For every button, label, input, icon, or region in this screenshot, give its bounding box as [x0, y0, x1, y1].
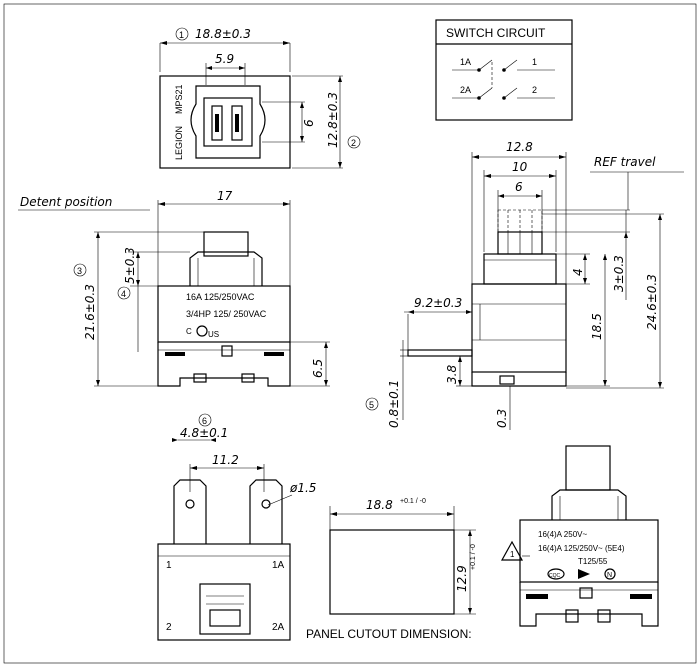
- top-slot-dim: 5.9: [215, 52, 234, 66]
- side-38-dim: 3.8: [445, 365, 459, 384]
- side-body-dim: 18.5: [590, 313, 604, 340]
- marker-4: [117, 286, 131, 300]
- top-inner-dim: 6: [302, 119, 316, 127]
- side-thickness-dim: 0.8±0.1: [387, 380, 401, 428]
- circuit-terminal-2a: 2A: [460, 85, 471, 95]
- svg-text:6: 6: [202, 416, 207, 426]
- bottom-hole-dim: ø1.5: [289, 481, 316, 495]
- circuit-terminal-1: 1: [532, 57, 537, 67]
- switch-circuit-title: SWITCH CIRCUIT: [446, 26, 546, 40]
- back-view: 16(4)A 250V~ 16(4)A 125/250V~ (5E4) T125…: [500, 445, 659, 627]
- front-detent-dim: 5±0.3: [123, 247, 137, 284]
- ref-travel-label: REF travel: [594, 155, 656, 169]
- side-overall-dim: 24.6±0.3: [645, 274, 659, 330]
- circuit-terminal-1a: 1A: [460, 57, 471, 67]
- svg-text:1: 1: [179, 30, 184, 40]
- front-view: Detent position 17 16A 125/250VAC 3/4HP …: [18, 189, 330, 387]
- marker-2: [347, 135, 361, 149]
- marker-6: [198, 413, 212, 427]
- model-label: MPS21: [174, 84, 184, 114]
- cutout-height-dim: 12.9: [455, 565, 469, 592]
- back-warn: 1: [510, 550, 515, 559]
- front-rating-1: 16A 125/250VAC: [186, 292, 255, 302]
- svg-text:4: 4: [121, 289, 126, 299]
- svg-text:3: 3: [77, 266, 82, 276]
- circuit-terminal-2: 2: [532, 85, 537, 95]
- top-height-dim: 12.8±0.3: [326, 92, 340, 148]
- back-rating-2: 16(4)A 125/250V~ (5E4): [538, 544, 625, 553]
- top-width-dim: 18.8±0.3: [195, 27, 251, 41]
- back-n: N: [607, 572, 612, 579]
- front-base-dim: 6.5: [311, 359, 325, 378]
- warning-triangle-icon: [500, 540, 524, 561]
- side-four-dim: 4: [571, 268, 585, 276]
- front-width-dim: 17: [217, 189, 233, 203]
- cutout-width-tol: +0.1 / -0: [400, 498, 426, 505]
- cutout-height-tol: +0.1 / -0: [470, 544, 477, 570]
- back-rating-3: T125/55: [578, 557, 608, 566]
- front-cert-c: C: [186, 327, 192, 336]
- side-travel-dim: 3±0.3: [612, 255, 626, 292]
- n-mark-icon: [604, 568, 616, 580]
- front-rating-2: 3/4HP 125/ 250VAC: [186, 309, 267, 319]
- panel-cutout: 18.8 +0.1 / -0 12.9 +0.1 / -0 PANEL CUTO…: [306, 498, 477, 641]
- svg-text:5: 5: [369, 400, 374, 410]
- side-inner-width-dim: 10: [512, 160, 528, 174]
- marker-3: [73, 263, 87, 277]
- side-button-dim: 6: [515, 180, 523, 194]
- switch-circuit-diagram: SWITCH CIRCUIT 1A 1 2A 2: [435, 19, 573, 121]
- svg-text:2: 2: [351, 138, 356, 148]
- back-rating-1: 16(4)A 250V~: [538, 530, 587, 539]
- side-03-dim: 0.3: [495, 409, 509, 428]
- side-terminal-dim: 9.2±0.3: [414, 296, 462, 310]
- brand-label: LEGION: [174, 126, 184, 160]
- cutout-width-dim: 18.8: [366, 498, 393, 512]
- ccc-mark-icon: [578, 569, 590, 579]
- bottom-terminal-2a: 2A: [272, 622, 285, 633]
- bottom-terminal-1: 1: [166, 560, 172, 571]
- cutout-caption: PANEL CUTOUT DIMENSION:: [306, 627, 472, 641]
- bottom-view: 6 4.8±0.1 11.2 ø1.5 1 1A 2 2A: [157, 413, 316, 641]
- bottom-pitch-dim: 11.2: [212, 453, 239, 467]
- front-height-dim: 21.6±0.3: [83, 284, 97, 340]
- side-width-dim: 12.8: [506, 140, 533, 154]
- ul-mark-icon: [196, 325, 208, 337]
- detent-label: Detent position: [20, 195, 112, 209]
- bottom-terminal-2: 2: [166, 622, 172, 633]
- back-cqc: CQC: [549, 573, 561, 579]
- marker-5: [365, 397, 379, 411]
- bottom-terminal-1a: 1A: [272, 560, 285, 571]
- side-view: 12.8 10 6 REF travel: [365, 140, 684, 430]
- drawing-border: [3, 3, 697, 664]
- top-view: 1 18.8±0.3 5.9 LEGION MPS21 6 12.8±0.3: [159, 27, 361, 169]
- bottom-tab-dim: 4.8±0.1: [180, 426, 228, 440]
- marker-1: [175, 27, 189, 41]
- cqc-mark-icon: [547, 568, 565, 580]
- front-cert-us: US: [208, 330, 219, 339]
